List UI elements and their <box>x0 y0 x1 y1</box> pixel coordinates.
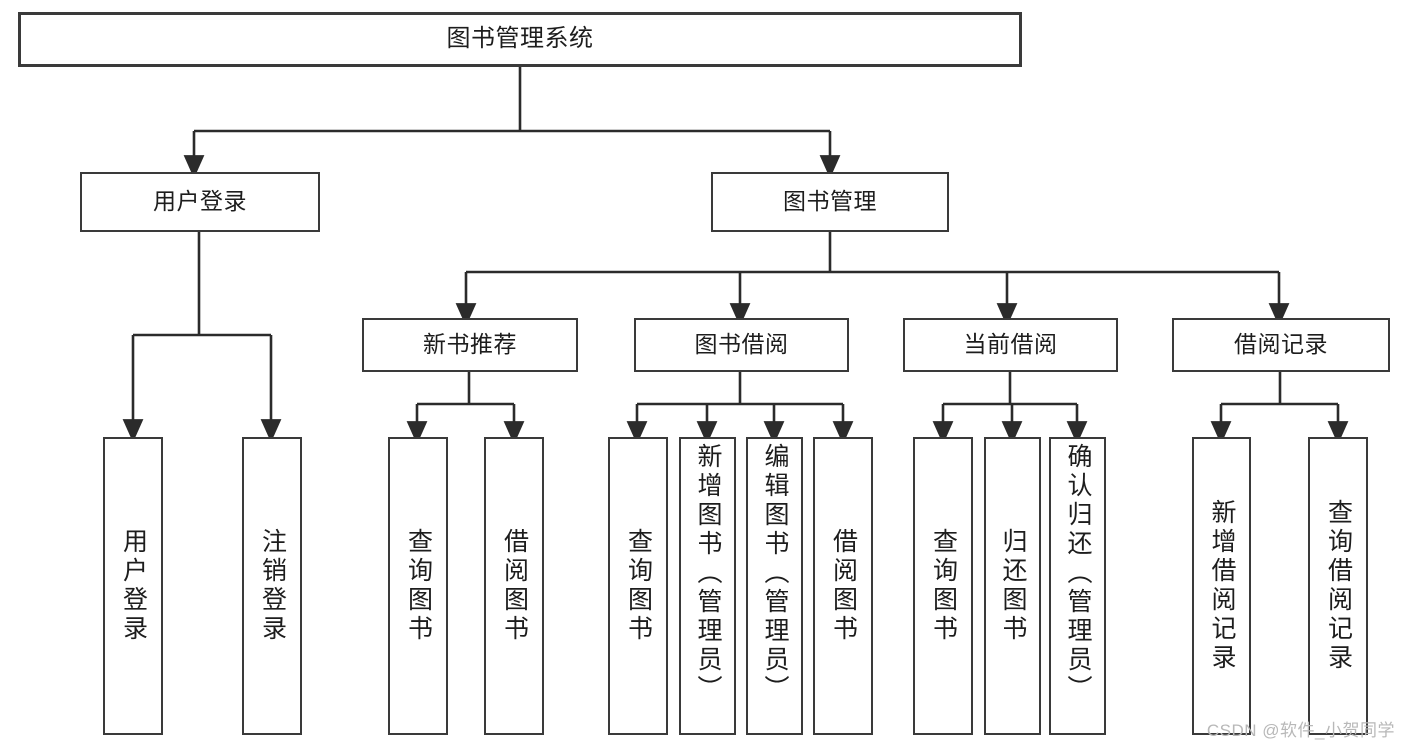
node-label: 查询图书 <box>624 528 653 644</box>
node-leaf-edit-book[interactable]: 编辑图书（管理员） <box>746 437 803 735</box>
node-root-library-system[interactable]: 图书管理系统 <box>18 12 1022 67</box>
node-label: 图书借阅 <box>694 331 789 358</box>
node-user-login[interactable]: 用户登录 <box>80 172 320 232</box>
node-leaf-logout[interactable]: 注销登录 <box>242 437 302 735</box>
node-leaf-query-book-recommend[interactable]: 查询图书 <box>388 437 448 735</box>
node-label: 新书推荐 <box>423 331 517 358</box>
node-label: 图书管理系统 <box>446 25 594 53</box>
node-label: 确认归还（管理员） <box>1064 443 1092 704</box>
node-label: 借阅记录 <box>1234 331 1328 358</box>
node-label: 查询借阅记录 <box>1324 499 1353 673</box>
node-leaf-borrow-book-recommend[interactable]: 借阅图书 <box>484 437 544 735</box>
node-leaf-add-borrow-record[interactable]: 新增借阅记录 <box>1192 437 1251 735</box>
node-label: 注销登录 <box>258 528 287 644</box>
node-leaf-user-login[interactable]: 用户登录 <box>103 437 163 735</box>
node-label: 图书管理 <box>783 188 877 215</box>
node-borrow-record[interactable]: 借阅记录 <box>1172 318 1390 372</box>
node-book-borrow[interactable]: 图书借阅 <box>634 318 849 372</box>
node-label: 编辑图书（管理员） <box>761 443 789 704</box>
node-label: 用户登录 <box>119 528 148 644</box>
node-leaf-query-book-borrow[interactable]: 查询图书 <box>608 437 668 735</box>
node-label: 用户登录 <box>153 188 247 215</box>
node-label: 新增图书（管理员） <box>694 443 722 704</box>
node-leaf-return-book[interactable]: 归还图书 <box>984 437 1041 735</box>
node-label: 借阅图书 <box>500 528 529 644</box>
node-current-borrow[interactable]: 当前借阅 <box>903 318 1118 372</box>
watermark-text: CSDN @软件_小贺同学 <box>1206 721 1395 740</box>
node-leaf-query-borrow-record[interactable]: 查询借阅记录 <box>1308 437 1368 735</box>
node-leaf-confirm-return[interactable]: 确认归还（管理员） <box>1049 437 1106 735</box>
node-label: 查询图书 <box>929 528 958 644</box>
node-leaf-add-book[interactable]: 新增图书（管理员） <box>679 437 736 735</box>
node-label: 查询图书 <box>404 528 433 644</box>
node-label: 归还图书 <box>999 528 1027 644</box>
node-new-book-recommend[interactable]: 新书推荐 <box>362 318 578 372</box>
node-label: 当前借阅 <box>963 331 1058 358</box>
node-label: 新增借阅记录 <box>1208 499 1236 673</box>
node-book-manage[interactable]: 图书管理 <box>711 172 949 232</box>
node-label: 借阅图书 <box>829 528 858 644</box>
node-leaf-query-book-current[interactable]: 查询图书 <box>913 437 973 735</box>
node-leaf-borrow-book[interactable]: 借阅图书 <box>813 437 873 735</box>
